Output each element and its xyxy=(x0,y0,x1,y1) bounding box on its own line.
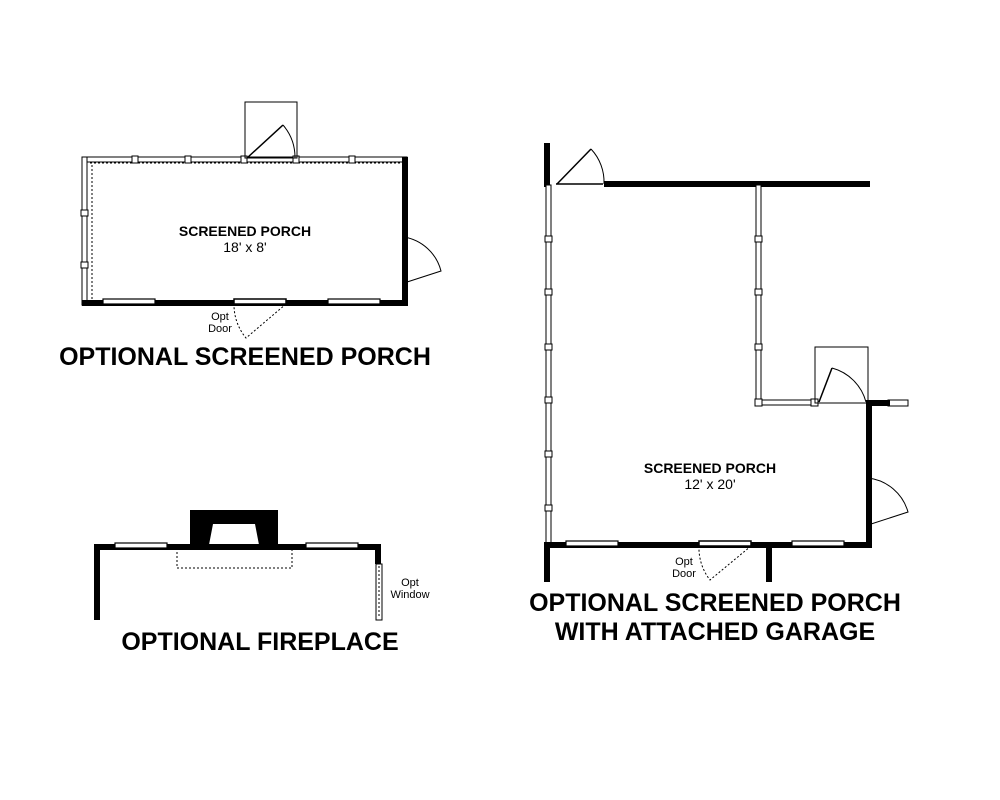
porch-right-wall xyxy=(402,157,408,305)
porch-top-stoop xyxy=(244,101,298,159)
fireplace-window-note-1: Opt xyxy=(401,577,419,589)
screened-porch-plan: SCREENED PORCH 18' x 8' Opt Door OPTIONA… xyxy=(59,101,442,371)
fireplace-window xyxy=(305,542,359,549)
porch-left-screen-wall xyxy=(81,156,88,306)
fireplace-wall xyxy=(94,544,381,550)
garage-porch-room-name: SCREENED PORCH xyxy=(644,460,776,476)
fireplace-right-wall xyxy=(375,544,381,564)
garage-porch-stoop xyxy=(814,346,869,404)
garage-porch-title-line2: WITH ATTACHED GARAGE xyxy=(555,618,875,646)
optional-side-window xyxy=(375,563,383,621)
fireplace-plan: Opt Window OPTIONAL FIREPLACE xyxy=(94,510,430,656)
fireplace-plan-title: OPTIONAL FIREPLACE xyxy=(121,628,398,656)
garage-porch-window xyxy=(565,540,619,547)
porch-room-size: 18' x 8' xyxy=(223,239,266,255)
garage-porch-door-note-1: Opt xyxy=(675,556,693,568)
porch-garage-plan: SCREENED PORCH 12' x 20' Opt Door OPTION… xyxy=(529,143,909,646)
porch-door-note-1: Opt xyxy=(211,311,229,323)
porch-door-note-2: Door xyxy=(208,323,232,335)
garage-porch-door-note-2: Door xyxy=(672,568,696,580)
garage-porch-title-line1: OPTIONAL SCREENED PORCH xyxy=(529,589,901,617)
garage-porch-room-size: 12' x 20' xyxy=(684,476,735,492)
chimney xyxy=(190,510,278,550)
fireplace-window-note-2: Window xyxy=(390,589,429,601)
porch-plan-title: OPTIONAL SCREENED PORCH xyxy=(59,343,431,371)
porch-room-name: SCREENED PORCH xyxy=(179,223,311,239)
garage-porch-window xyxy=(791,540,845,547)
hearth-outline xyxy=(176,547,293,569)
garage-porch-top-wall xyxy=(604,181,870,187)
porch-bottom-window xyxy=(102,298,156,305)
fireplace-window xyxy=(114,542,168,549)
porch-bottom-window xyxy=(327,298,381,305)
fireplace-left-wall xyxy=(94,544,100,620)
garage-porch-right-wall xyxy=(866,400,872,548)
